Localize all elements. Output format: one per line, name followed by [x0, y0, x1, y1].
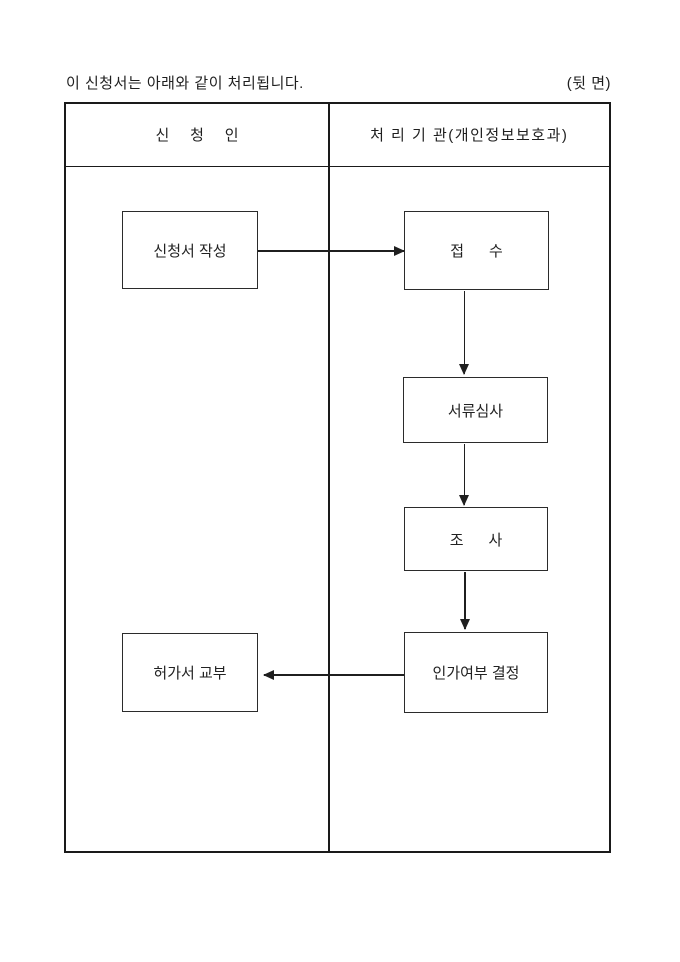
flow-step-receipt: 접 수 — [404, 211, 549, 290]
flow-step-document-review: 서류심사 — [403, 377, 548, 443]
flow-step-permit-issuance: 허가서 교부 — [122, 633, 258, 712]
intro-text: 이 신청서는 아래와 같이 처리됩니다. — [66, 75, 304, 92]
arrow-write-to-receipt — [258, 245, 405, 256]
column-divider-line — [328, 104, 330, 851]
back-side-label: (뒷 면) — [566, 75, 611, 92]
flow-step-write-application: 신청서 작성 — [122, 211, 258, 289]
arrowhead-down-icon — [459, 619, 470, 630]
arrowhead-left-icon — [263, 669, 274, 680]
intro-row: 이 신청서는 아래와 같이 처리됩니다. (뒷 면) — [66, 72, 611, 93]
process-table: 신 청 인 처 리 기 관(개인정보보호과) — [64, 102, 611, 853]
column-header-agency: 처 리 기 관(개인정보보호과) — [370, 127, 569, 145]
arrow-receipt-to-review — [459, 291, 470, 375]
arrow-investigation-to-decision — [459, 572, 470, 630]
arrowhead-down-icon — [459, 495, 470, 506]
arrowhead-right-icon — [394, 245, 405, 256]
column-header-applicant: 신 청 인 — [155, 127, 239, 145]
arrow-review-to-investigation — [459, 444, 470, 506]
flow-step-investigation: 조 사 — [404, 507, 548, 571]
arrow-decision-to-issuance — [263, 669, 404, 680]
flow-step-approval-decision: 인가여부 결정 — [404, 632, 548, 713]
arrowhead-down-icon — [459, 364, 470, 375]
header-separator-line — [66, 165, 609, 167]
